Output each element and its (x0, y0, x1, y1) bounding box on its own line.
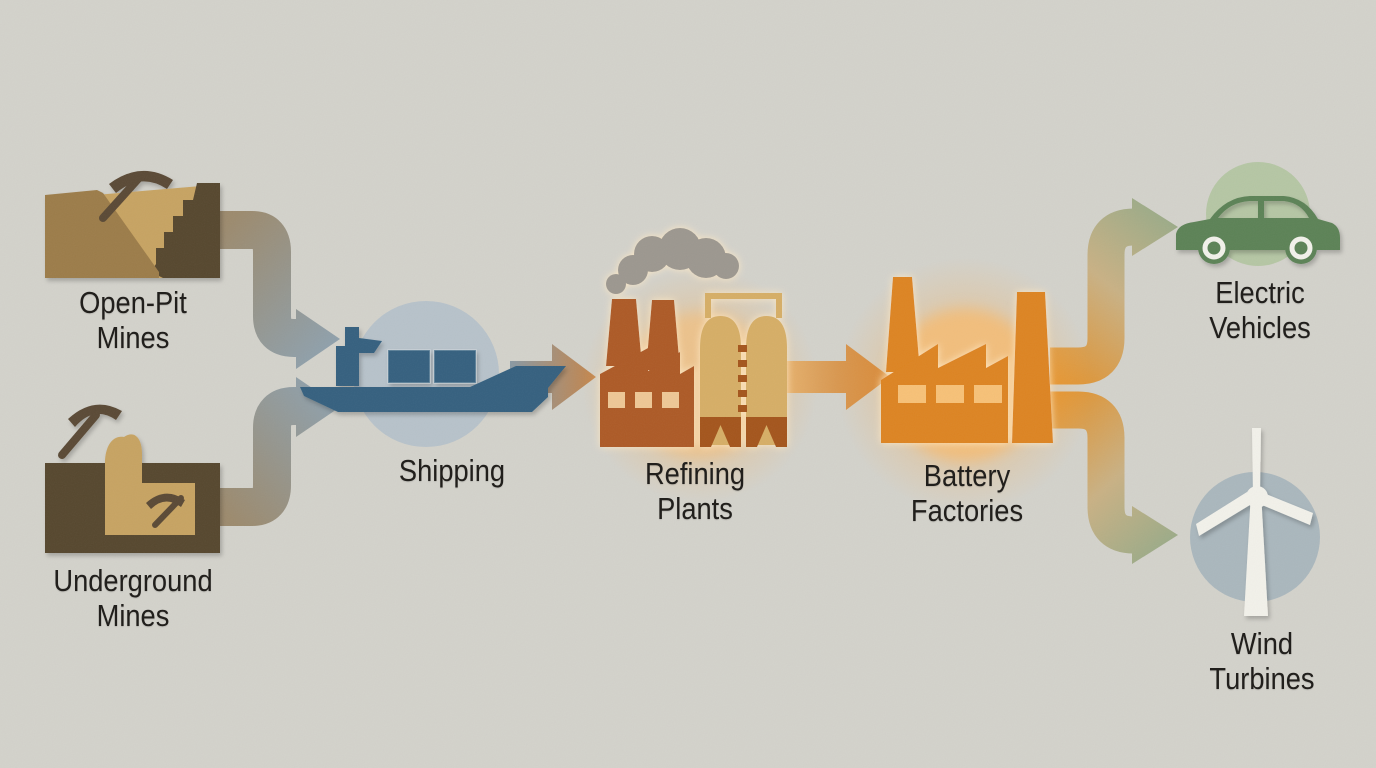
label-shipping: Shipping (398, 453, 506, 488)
label-refining-plants: Refining Plants (644, 456, 746, 526)
label-wind-turbines: Wind Turbines (1209, 626, 1315, 696)
label-underground-mines: Underground Mines (53, 563, 213, 633)
label-battery-factories: Battery Factories (910, 458, 1024, 528)
label-electric-vehicles: Electric Vehicles (1209, 275, 1311, 345)
label-open-pit-mines: Open-Pit Mines (79, 285, 187, 355)
